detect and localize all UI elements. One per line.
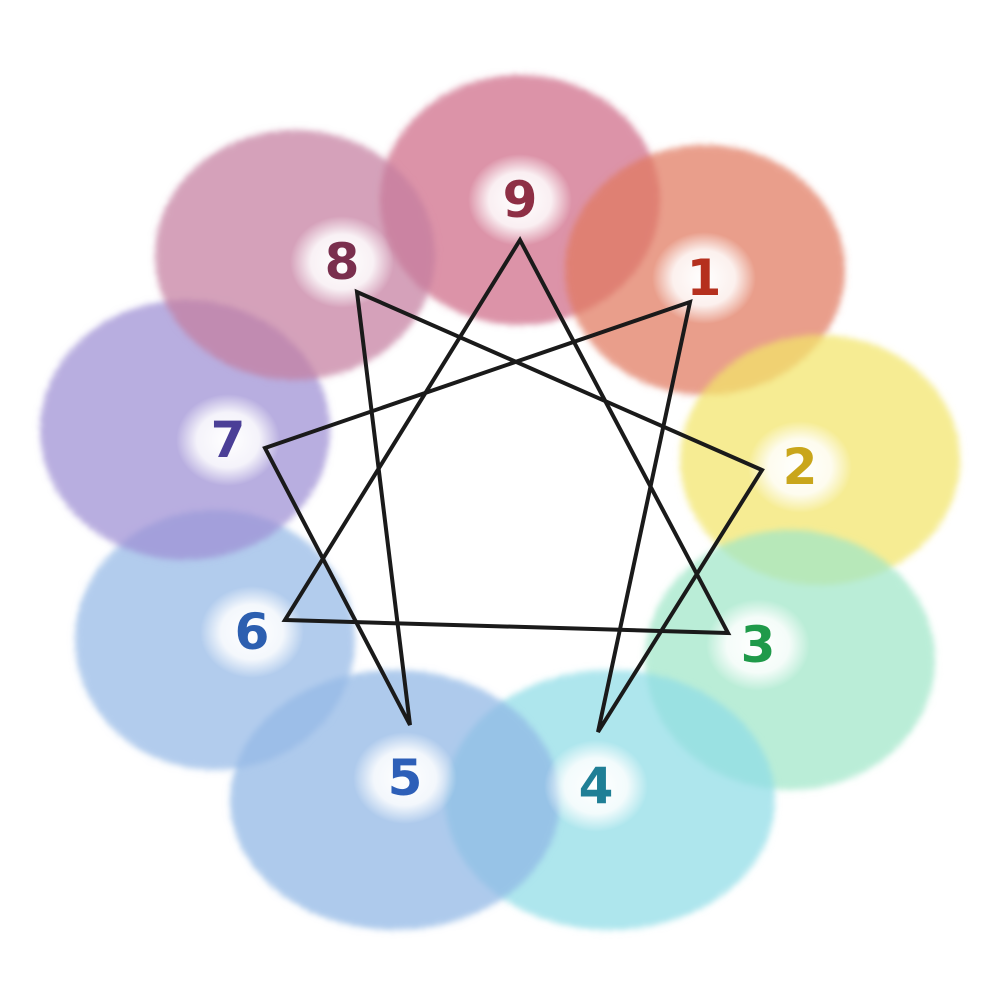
halo-4	[544, 740, 648, 832]
center-glow	[360, 340, 660, 640]
halo-5	[353, 732, 457, 824]
halo-7	[176, 394, 280, 486]
point-label-7: 7	[211, 411, 246, 469]
halo-1	[652, 232, 756, 324]
point-label-6: 6	[235, 603, 270, 661]
halo-2	[748, 421, 852, 513]
point-label-5: 5	[388, 749, 423, 807]
halo-6	[200, 586, 304, 678]
point-label-8: 8	[325, 233, 360, 291]
halo-8	[290, 216, 394, 308]
hexad-line	[262, 288, 765, 734]
point-label-2: 2	[783, 438, 818, 496]
label-halos	[176, 154, 852, 832]
triangle-line	[281, 235, 732, 636]
enneagram-lines	[262, 235, 765, 734]
point-label-1: 1	[687, 249, 722, 307]
halo-3	[706, 599, 810, 691]
point-labels: 9 1 2 3 4 5 6 7 8	[211, 171, 818, 815]
halo-9	[468, 154, 572, 246]
point-label-4: 4	[579, 757, 614, 815]
point-label-9: 9	[503, 171, 538, 229]
point-label-3: 3	[741, 616, 776, 674]
